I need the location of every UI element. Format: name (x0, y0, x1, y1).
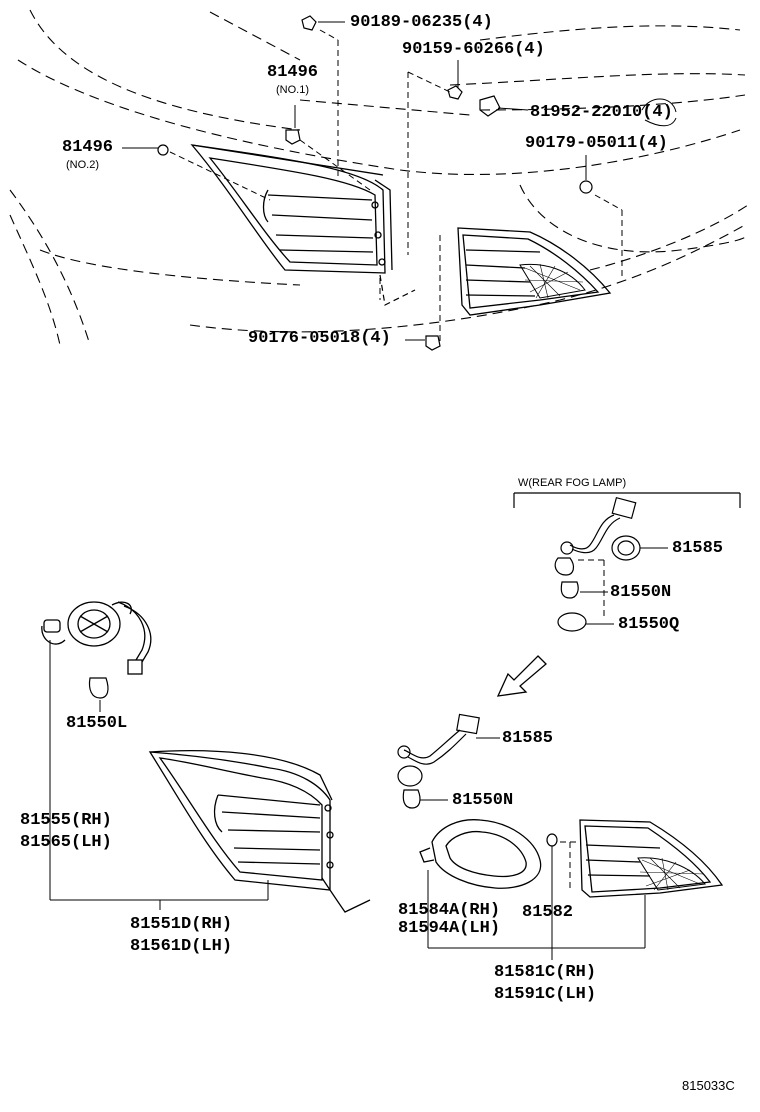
part-label-81496-no1[interactable]: 81496 (267, 63, 319, 82)
part-note-no1: (NO.1) (276, 84, 309, 96)
inner-lamp-top (457, 227, 612, 316)
part-label-81551D[interactable]: 81551D(RH) (130, 915, 233, 934)
leader-lines-bottom-left (49, 640, 269, 910)
part-label-81550Q[interactable]: 81550Q (618, 615, 680, 634)
inner-lamp-bottom-grille (639, 857, 705, 891)
gasket-81584A (419, 819, 542, 889)
socket-81555 (41, 601, 152, 675)
part-label-81585[interactable]: 81585 (502, 729, 554, 748)
leader-lines-top (122, 21, 677, 341)
part-note-no2: (NO.2) (66, 159, 99, 171)
fasteners-top (157, 15, 593, 351)
direction-arrow (496, 655, 547, 697)
fog-lamp-bracket (513, 492, 741, 508)
dashed-guides-top (169, 29, 623, 345)
inner-lamp-bottom (579, 819, 724, 898)
part-label-90176[interactable]: 90176-05018(4) (248, 329, 391, 348)
part-label-81952[interactable]: 81952-22010(4) (530, 103, 673, 122)
fog-wire-81585 (554, 496, 641, 576)
part-label-81550N[interactable]: 81550N (452, 791, 514, 810)
part-label-90159[interactable]: 90159-60266(4) (402, 40, 545, 59)
wire-leaders (420, 737, 500, 801)
inner-lamp-bottom-dashed (560, 841, 580, 892)
part-label-81565[interactable]: 81565(LH) (20, 833, 112, 852)
part-label-81555[interactable]: 81555(RH) (20, 811, 112, 830)
fog-lamp-note: W(REAR FOG LAMP) (518, 477, 627, 489)
bulb-81550L (88, 677, 109, 699)
part-label-81582[interactable]: 81582 (522, 903, 574, 922)
outer-lamp-bottom (148, 749, 371, 913)
part-label-81581C[interactable]: 81581C(RH) (494, 963, 597, 982)
fog-leaders (580, 547, 668, 625)
part-label-81550L[interactable]: 81550L (66, 714, 128, 733)
part-label-81550N-fog[interactable]: 81550N (610, 583, 672, 602)
part-label-81496-no2[interactable]: 81496 (62, 138, 114, 157)
outer-lamp-top (190, 144, 393, 274)
part-label-81584A[interactable]: 81584A(RH) (398, 901, 501, 920)
inner-lamp-top-grille (524, 263, 584, 299)
diagram-reference-code: 815033C (682, 1078, 735, 1093)
part-label-81594A[interactable]: 81594A(LH) (398, 919, 501, 938)
fog-bulbs (557, 581, 587, 632)
part-label-90189[interactable]: 90189-06235(4) (350, 13, 493, 32)
part-label-81591C[interactable]: 81591C(LH) (494, 985, 597, 1004)
leader-lines-bottom-right (427, 846, 646, 960)
part-label-81585-fog[interactable]: 81585 (672, 539, 724, 558)
fog-dashed (578, 559, 605, 618)
part-label-81561D[interactable]: 81561D(LH) (130, 937, 233, 956)
wire-81585 (397, 713, 480, 809)
vehicle-body-outline (9, 9, 749, 346)
clip-81582 (546, 833, 558, 847)
part-label-90179[interactable]: 90179-05011(4) (525, 134, 668, 153)
